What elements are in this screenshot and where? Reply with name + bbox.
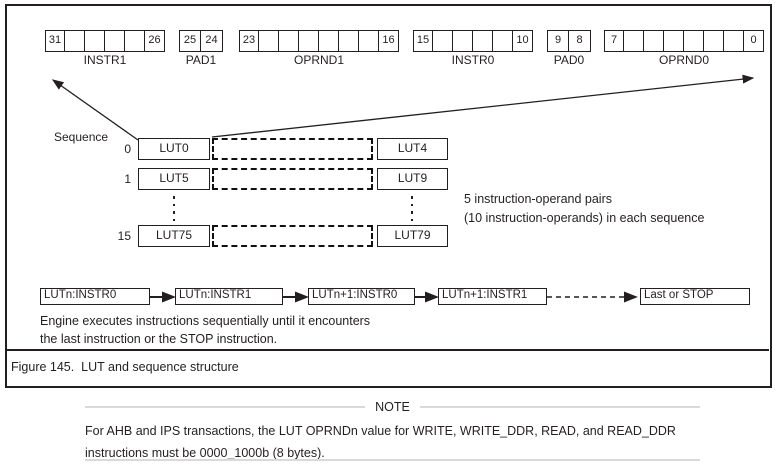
bit-cell: [319, 30, 339, 52]
bit-cell: [493, 30, 513, 52]
bit-cell-24: 24: [201, 30, 223, 52]
bit-cell: [453, 30, 473, 52]
note-rule-left: [85, 406, 366, 408]
bit-cell-0: 0: [744, 30, 764, 52]
lut-box: LUT75: [138, 225, 210, 247]
lut-box: LUT5: [138, 168, 210, 190]
bitfield-group-pad1: 25 24 PAD1: [179, 30, 223, 67]
bitfield-group-label: PAD1: [185, 53, 217, 67]
bitfield-group-label: PAD0: [553, 53, 585, 67]
bit-cell: [299, 30, 319, 52]
bitfield-cells: 23 16: [239, 30, 399, 52]
sequence-annotation-line2: (10 instruction-operands) in each sequen…: [464, 211, 705, 225]
note-header: NOTE: [85, 400, 701, 414]
bitfield-group-label: INSTR1: [83, 53, 127, 67]
bit-cell: [473, 30, 493, 52]
expansion-arrow-right: [211, 74, 755, 138]
flow-box-last-or-stop: Last or STOP: [640, 288, 750, 305]
lut-middle-dashed-box: [212, 138, 373, 160]
engine-description-line1: Engine executes instructions sequentiall…: [40, 314, 371, 328]
bit-cell: [664, 30, 684, 52]
bitfield-cells: 15 10: [413, 30, 533, 52]
bit-cell: [624, 30, 644, 52]
bitfield-cells: 25 24: [179, 30, 223, 52]
sequence-annotation-line1: 5 instruction-operand pairs: [464, 192, 612, 206]
bit-cell: [105, 30, 125, 52]
flow-box-lutn1-instr1: LUTn+1:INSTR1: [438, 288, 547, 305]
bitfield-group-oprnd0: 7 0 OPRND0: [604, 30, 764, 67]
sequence-label: Sequence: [54, 130, 109, 144]
sequence-index: 1: [124, 172, 131, 186]
vertical-ellipsis: [410, 196, 414, 221]
lut-box: LUT4: [377, 138, 448, 160]
bit-cell-26: 26: [145, 30, 165, 52]
bit-cell: [339, 30, 359, 52]
figure-frame: 31 26 INSTR1 25 24 PAD1 23: [5, 4, 772, 388]
caption-divider: [7, 349, 769, 351]
bit-cell: [684, 30, 704, 52]
note-body-line2: instructions must be 0000_1000b (8 bytes…: [85, 446, 325, 460]
flow-box-lutn-instr0: LUTn:INSTR0: [40, 288, 150, 305]
sequence-row-0: 0 LUT0 LUT4: [7, 138, 769, 160]
bit-cell: [644, 30, 664, 52]
bitfield-group-label: OPRND0: [658, 53, 709, 67]
bitfield-cells: 9 8: [547, 30, 591, 52]
sequence-annotation: 5 instruction-operand pairs (10 instruct…: [464, 190, 704, 228]
bit-cell: [125, 30, 145, 52]
flow-arrow-icon: [415, 291, 439, 303]
vertical-ellipsis: [172, 196, 176, 221]
bitfield-group-label: OPRND1: [293, 53, 344, 67]
bit-cell-23: 23: [239, 30, 259, 52]
note-body-line1: For AHB and IPS transactions, the LUT OP…: [85, 424, 676, 438]
bit-cell: [65, 30, 85, 52]
figure-caption: Figure 145. LUT and sequence structure: [11, 360, 239, 374]
note-title: NOTE: [375, 400, 410, 414]
bitfield-cells: 31 26: [45, 30, 165, 52]
bit-cell: [433, 30, 453, 52]
bit-cell: [259, 30, 279, 52]
lut-box: LUT0: [138, 138, 210, 160]
note-rule-right: [419, 406, 701, 408]
bitfield-cells: 7 0: [604, 30, 764, 52]
sequence-index: 0: [124, 142, 131, 156]
bit-cell-7: 7: [604, 30, 624, 52]
bit-cell: [85, 30, 105, 52]
bit-cell-10: 10: [513, 30, 533, 52]
bit-cell: [724, 30, 744, 52]
lut-box: LUT9: [377, 168, 448, 190]
bit-cell: [359, 30, 379, 52]
flow-box-lutn1-instr0: LUTn+1:INSTR0: [308, 288, 415, 305]
flow-dashed-arrow-icon: [547, 291, 638, 303]
bitfield-group-instr0: 15 10 INSTR0: [413, 30, 533, 67]
note-block: NOTE For AHB and IPS transactions, the L…: [85, 400, 701, 464]
bit-cell-31: 31: [45, 30, 65, 52]
flow-box-lutn-instr1: LUTn:INSTR1: [175, 288, 283, 305]
sequence-index: 15: [117, 229, 131, 243]
bit-cell-15: 15: [413, 30, 433, 52]
bitfield-group-instr1: 31 26 INSTR1: [45, 30, 165, 67]
bitfield-group-label: INSTR0: [451, 53, 495, 67]
bit-cell-25: 25: [179, 30, 201, 52]
bitfield-group-oprnd1: 23 16 OPRND1: [239, 30, 399, 67]
bit-cell-9: 9: [547, 30, 569, 52]
sequence-row-1: 1 LUT5 LUT9: [7, 168, 769, 190]
bit-cell: [279, 30, 299, 52]
engine-description: Engine executes instructions sequentiall…: [40, 312, 370, 348]
lut-middle-dashed-box: [212, 168, 373, 190]
bit-cell-8: 8: [569, 30, 591, 52]
flow-arrow-icon: [150, 291, 176, 303]
sequence-row-15: 15 LUT75 LUT79: [7, 225, 769, 247]
engine-description-line2: the last instruction or the STOP instruc…: [40, 332, 278, 346]
flow-arrow-icon: [283, 291, 309, 303]
note-body: For AHB and IPS transactions, the LUT OP…: [85, 420, 700, 464]
bit-cell-16: 16: [379, 30, 399, 52]
note-bottom-divider: [85, 459, 700, 461]
lut-middle-dashed-box: [212, 225, 373, 247]
bit-cell: [704, 30, 724, 52]
lut-box: LUT79: [377, 225, 448, 247]
bitfield-group-pad0: 9 8 PAD0: [547, 30, 591, 67]
